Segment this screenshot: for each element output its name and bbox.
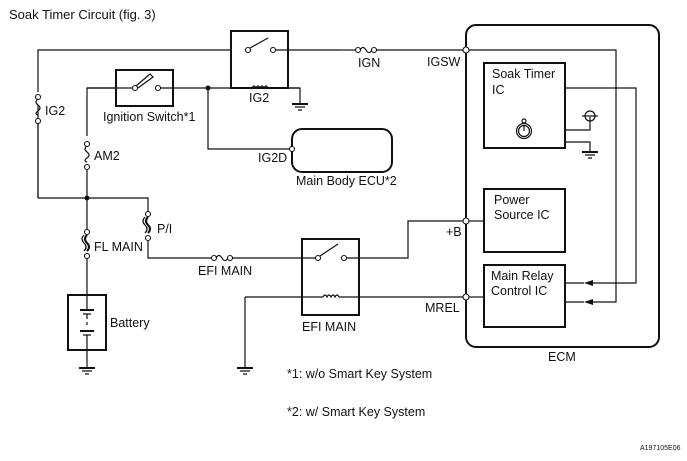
pi-fuse-icon <box>142 210 152 242</box>
arrow-icon <box>584 280 593 286</box>
igsw-internal-wire <box>469 49 617 303</box>
battery-label: Battery <box>110 316 150 330</box>
arrow-icon <box>584 299 593 305</box>
soak-timer-output-wire <box>565 87 637 284</box>
note-2: *2: w/ Smart Key System <box>287 405 425 419</box>
plus-b-terminal-label: +B <box>446 225 462 239</box>
fl-main-fuse-label: FL MAIN <box>94 240 143 254</box>
ign-fuse-icon <box>354 46 378 54</box>
ign-fuse-label: IGN <box>358 56 380 70</box>
plus-b-terminal <box>462 217 470 225</box>
am2-fuse-label: AM2 <box>94 149 120 163</box>
mrel-terminal-label: MREL <box>425 301 460 315</box>
power-source-ic-line2: Source IC <box>494 208 550 222</box>
ig2-fuse-icon <box>34 93 42 125</box>
pi-fuse-label: P/I <box>157 222 172 236</box>
am2-fuse-icon <box>83 140 91 171</box>
main-body-ecu-label: Main Body ECU*2 <box>296 174 397 188</box>
efi-main-fuse-label: EFI MAIN <box>198 264 252 278</box>
backup-power-icon <box>565 110 598 131</box>
ground-icon <box>565 141 598 159</box>
ig2-relay-label: IG2 <box>249 91 269 105</box>
main-relay-control-ic <box>483 264 566 328</box>
igsw-terminal <box>462 46 470 54</box>
main-body-ecu <box>291 128 393 173</box>
fl-main-fuse-icon <box>81 228 91 260</box>
ignition-switch-label: Ignition Switch*1 <box>103 110 195 124</box>
ig2-relay <box>230 30 340 111</box>
efi-main-fuse-icon <box>210 254 234 262</box>
diagram-title: Soak Timer Circuit (fig. 3) <box>9 7 156 22</box>
power-source-ic-line1: Power <box>494 193 529 207</box>
ecm-label: ECM <box>548 350 576 364</box>
igsw-terminal-label: IGSW <box>427 55 461 69</box>
ig2-fuse-label: IG2 <box>45 104 65 118</box>
main-relay-control-ic-line2: Control IC <box>491 284 547 298</box>
stopwatch-icon <box>515 118 533 140</box>
efi-main-relay <box>237 220 466 375</box>
ecm-enclosure <box>465 24 660 348</box>
ig2d-wire <box>207 88 292 150</box>
mrel-terminal <box>462 293 470 301</box>
ignition-switch <box>87 69 208 107</box>
efi-main-relay-label: EFI MAIN <box>302 320 356 334</box>
figure-id: A197105E06 <box>640 445 681 452</box>
soak-timer-ic-line1: Soak Timer <box>492 67 555 81</box>
note-1: *1: w/o Smart Key System <box>287 367 432 381</box>
ig2d-terminal-label: IG2D <box>258 151 287 165</box>
ig2d-terminal <box>288 145 296 153</box>
soak-timer-ic-line2: IC <box>492 83 505 97</box>
ig2-branch-wire <box>37 49 230 198</box>
main-bus-wire <box>38 197 149 213</box>
efi-main-fuse-wire <box>147 240 212 259</box>
soak-timer-ic <box>483 62 566 149</box>
main-relay-control-ic-line1: Main Relay <box>491 269 554 283</box>
ic-input-stubs <box>565 282 584 303</box>
battery-icon <box>67 294 107 375</box>
